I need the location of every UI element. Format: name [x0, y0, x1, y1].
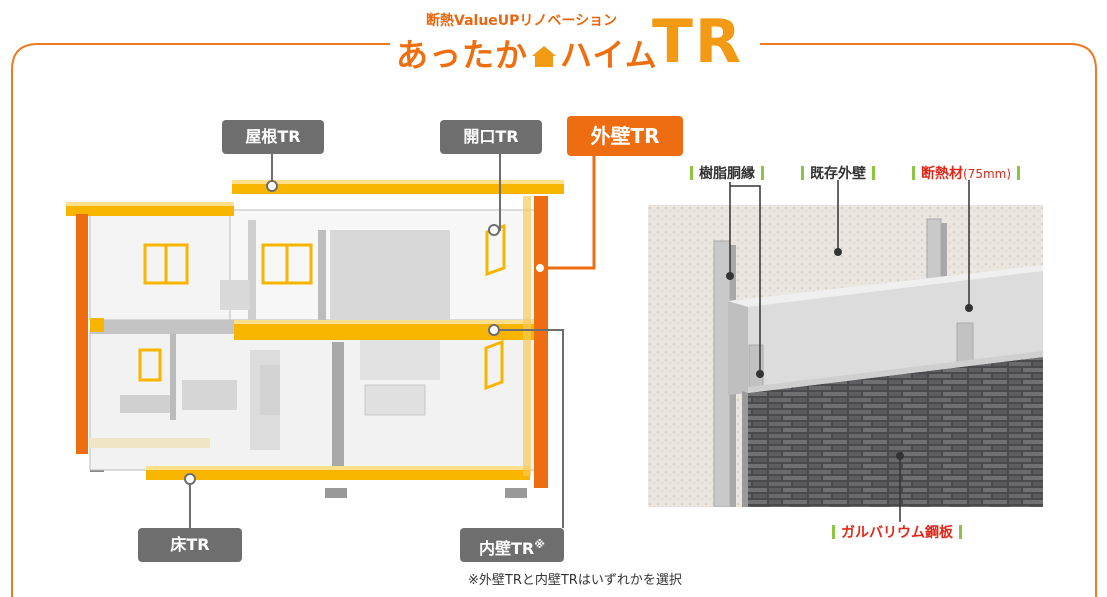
resin-furring-caption: 樹脂胴縁 [684, 163, 770, 183]
galvalume-text: ガルバリウム鋼板 [841, 525, 953, 541]
galvalume-caption: ガルバリウム鋼板 [826, 522, 968, 542]
resin-furring-text: 樹脂胴縁 [699, 166, 755, 182]
interior-wall-tr-text: 内壁TR [479, 539, 535, 558]
header-subtitle: 断熱ValueUPリノベーション [426, 13, 618, 29]
header-title-text: あったか [396, 36, 529, 74]
header-title-tail: ハイム [560, 36, 658, 74]
roof-tr-label: 屋根TR [222, 120, 324, 154]
header-logo: 断熱ValueUPリノベーション あったかハイム TR [390, 8, 760, 80]
insulation-spec: (75mm) [963, 167, 1012, 181]
insulation-caption: 断熱材(75mm) [906, 163, 1026, 183]
house-icon [532, 46, 557, 67]
header-brand: TR [652, 7, 744, 77]
opening-tr-label: 開口TR [440, 120, 542, 154]
floor-tr-label: 床TR [138, 528, 242, 562]
existing-wall-text: 既存外壁 [810, 166, 866, 182]
interior-wall-tr-label: 内壁TR※ [460, 528, 564, 562]
house-cutaway-illustration [66, 180, 564, 498]
header-title: あったかハイム [396, 30, 658, 76]
insulation-text: 断熱材 [921, 166, 963, 182]
wall-section-illustration [648, 205, 1043, 507]
existing-wall-caption: 既存外壁 [795, 163, 881, 183]
exterior-wall-tr-label: 外壁TR [567, 116, 683, 156]
footnote: ※外壁TRと内壁TRはいずれかを選択 [468, 573, 682, 588]
interior-wall-tr-mark: ※ [534, 538, 545, 551]
